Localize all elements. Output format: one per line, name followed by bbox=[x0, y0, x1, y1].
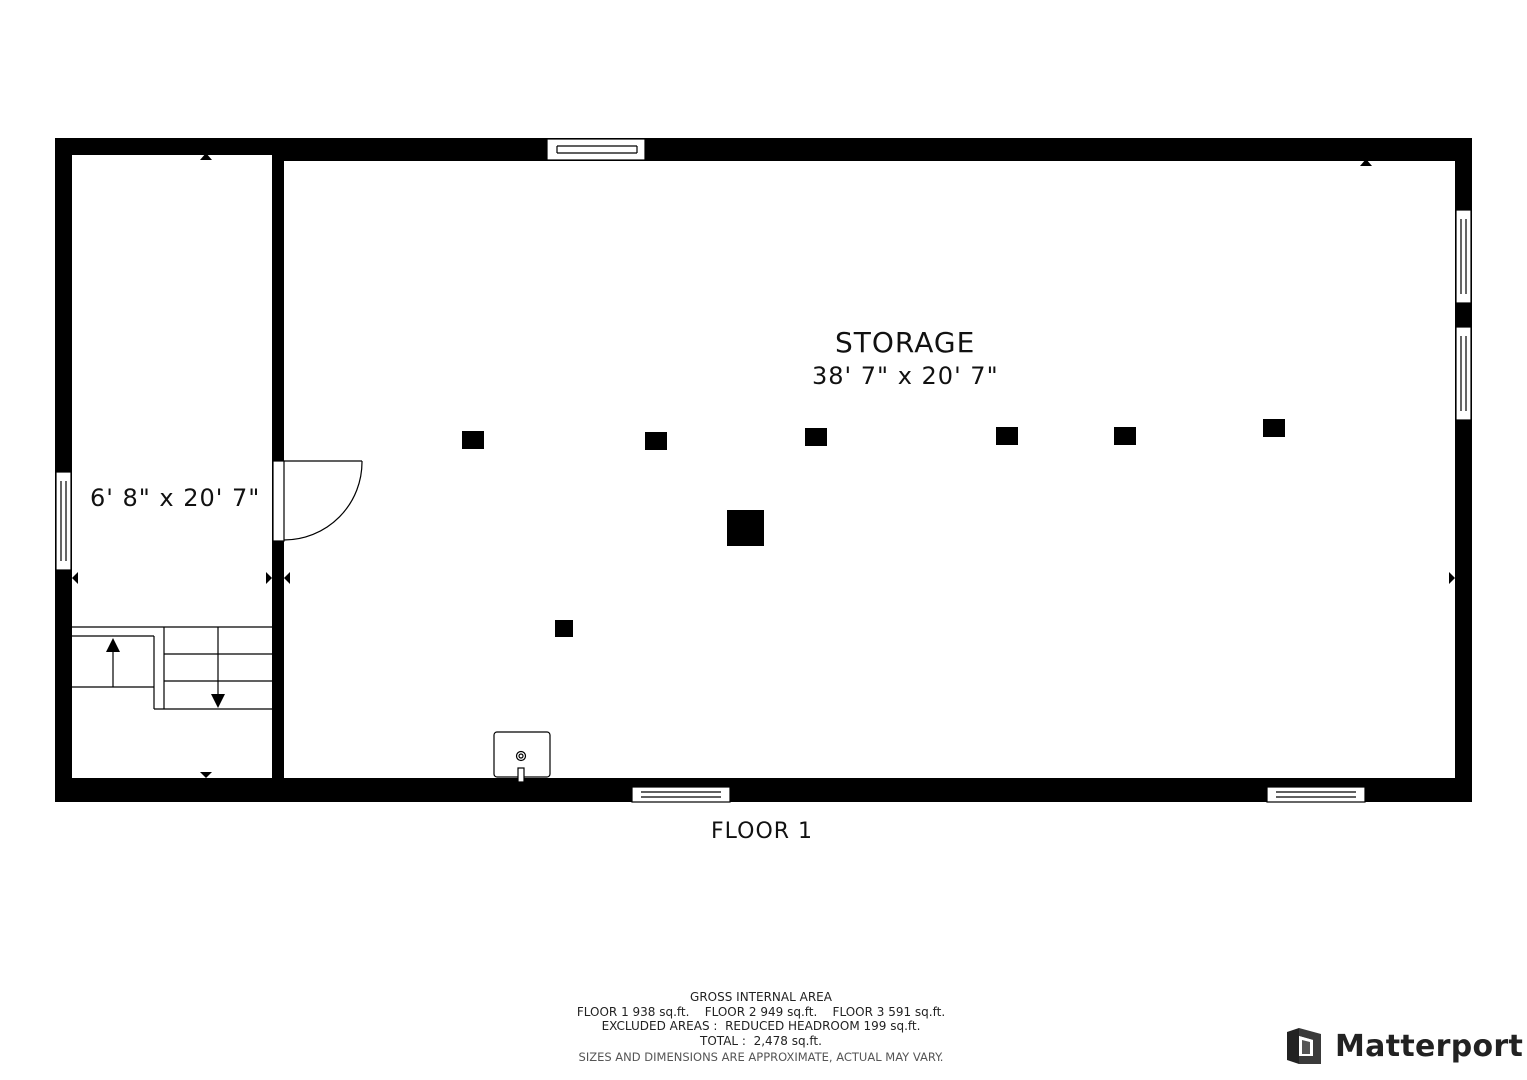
room-name-storage: STORAGE bbox=[835, 326, 976, 359]
post bbox=[645, 432, 667, 450]
marker-icon bbox=[72, 572, 78, 584]
window-right-upper bbox=[1455, 209, 1472, 304]
marker-icon bbox=[1360, 780, 1372, 787]
window-top bbox=[546, 138, 646, 161]
wall-top-storage bbox=[274, 150, 1472, 161]
door bbox=[272, 460, 363, 542]
post-large bbox=[727, 510, 764, 546]
marker-icon bbox=[200, 153, 212, 160]
area-heading: GROSS INTERNAL AREA bbox=[690, 990, 832, 1004]
marker-icon bbox=[200, 772, 212, 778]
post bbox=[462, 431, 484, 449]
area-excluded-line: EXCLUDED AREAS : REDUCED HEADROOM 199 sq… bbox=[601, 1019, 921, 1033]
arrow-up-icon bbox=[106, 638, 120, 652]
stair-arrows bbox=[106, 638, 225, 708]
room-dimensions-storage: 38' 7" x 20' 7" bbox=[812, 362, 999, 390]
wall-bottom-storage bbox=[274, 786, 1472, 802]
window-bottom-left bbox=[631, 786, 731, 803]
area-floors-line: FLOOR 1 938 sq.ft. FLOOR 2 949 sq.ft. FL… bbox=[576, 1004, 946, 1019]
area-total-line: TOTAL : 2,478 sq.ft. bbox=[700, 1033, 822, 1048]
marker-icon bbox=[1360, 159, 1372, 166]
arrow-down-icon bbox=[211, 694, 225, 708]
wall-left bbox=[55, 138, 72, 802]
brand-name: Matterport bbox=[1335, 1028, 1524, 1064]
matterport-logo-icon bbox=[1287, 1028, 1321, 1064]
marker-icon bbox=[1449, 572, 1455, 584]
post bbox=[805, 428, 827, 446]
post bbox=[996, 427, 1018, 445]
wall-markers bbox=[72, 153, 1455, 787]
window-bottom-right bbox=[1266, 786, 1366, 803]
area-disclaimer: SIZES AND DIMENSIONS ARE APPROXIMATE, AC… bbox=[578, 1050, 944, 1064]
marker-icon bbox=[284, 572, 290, 584]
window-left bbox=[55, 471, 72, 571]
floor-label: FLOOR 1 bbox=[711, 819, 814, 844]
walls bbox=[55, 138, 1472, 802]
room-dimensions-side-room: 6' 8" x 20' 7" bbox=[90, 484, 261, 512]
window-right-lower bbox=[1455, 326, 1472, 421]
post bbox=[1114, 427, 1136, 445]
sink-icon bbox=[493, 731, 551, 783]
area-summary: GROSS INTERNAL AREA FLOOR 1 938 sq.ft. F… bbox=[560, 990, 962, 1065]
posts bbox=[462, 419, 1285, 637]
marker-icon bbox=[266, 572, 272, 584]
brand-logo: Matterport bbox=[1285, 1025, 1523, 1067]
windows bbox=[55, 138, 1472, 803]
staircase bbox=[72, 626, 272, 710]
post bbox=[1263, 419, 1285, 437]
wall-right bbox=[1455, 138, 1472, 802]
post-small bbox=[555, 620, 573, 637]
